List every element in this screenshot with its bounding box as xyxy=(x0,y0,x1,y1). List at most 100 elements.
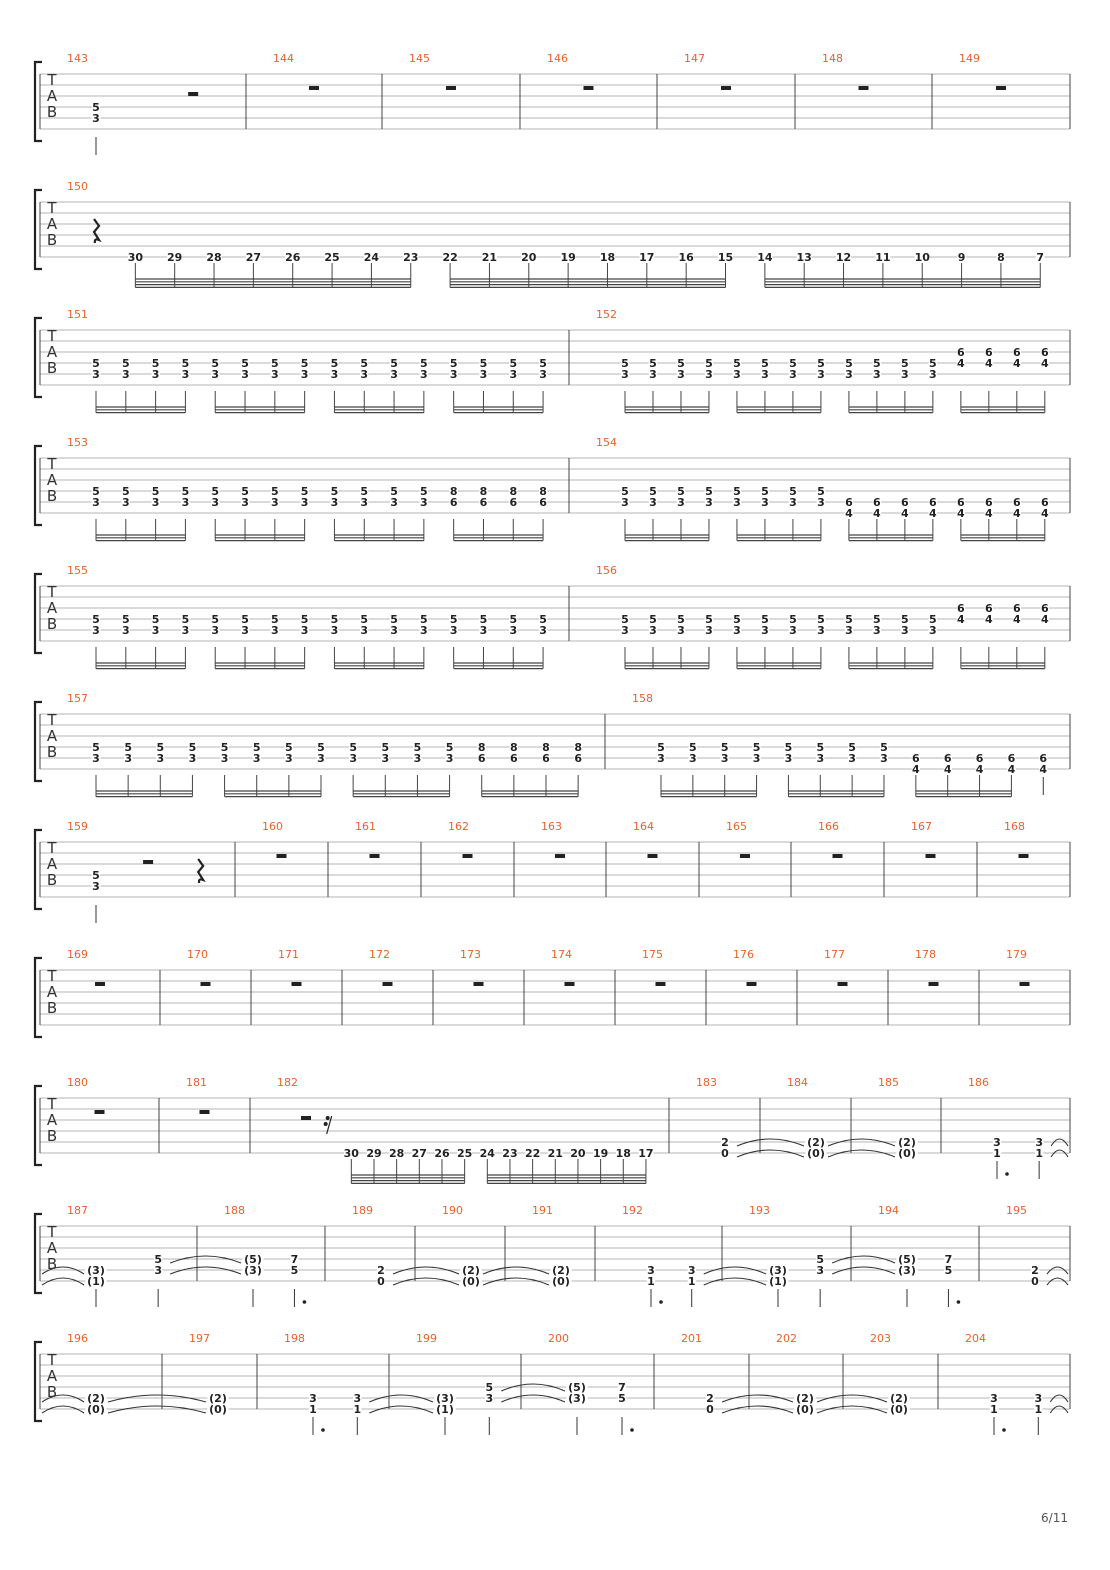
fret-number: (2) xyxy=(462,1264,480,1277)
fret-mask xyxy=(413,742,422,752)
fret-number: 3 xyxy=(156,752,164,765)
fret-mask xyxy=(343,1148,359,1158)
fret-mask xyxy=(1007,753,1016,763)
fret-number: 3 xyxy=(705,624,713,637)
fret-mask xyxy=(509,497,518,507)
measure-number: 189 xyxy=(352,1204,373,1217)
tie-arc xyxy=(482,1277,550,1286)
fret-mask xyxy=(521,252,537,262)
fret-number: 4 xyxy=(976,763,984,776)
tab-clef-letter: T xyxy=(46,71,57,89)
fret-mask xyxy=(704,497,714,507)
fret-mask xyxy=(211,614,220,624)
fret-number: 1 xyxy=(1034,1403,1042,1416)
fret-mask xyxy=(816,486,826,496)
tab-clef-letter: T xyxy=(46,839,57,857)
fret-number: 3 xyxy=(182,496,190,509)
fret-number: 3 xyxy=(420,368,428,381)
fret-mask xyxy=(816,625,826,635)
fret-mask xyxy=(1012,508,1022,518)
fret-mask xyxy=(676,369,686,379)
fret-number: 5 xyxy=(390,485,398,498)
fret-mask xyxy=(541,742,551,752)
fret-mask xyxy=(308,1393,318,1403)
fret-mask xyxy=(944,1254,953,1264)
measure: 174 xyxy=(551,948,575,986)
fret-mask xyxy=(482,252,497,262)
fret-mask xyxy=(875,252,891,262)
fret-mask xyxy=(85,1404,107,1414)
measure: 199(3)(1)53 xyxy=(369,1332,494,1435)
fret-number: 6 xyxy=(1013,602,1021,615)
measure-number: 180 xyxy=(67,1076,88,1089)
fret-mask xyxy=(757,252,773,262)
fret-mask xyxy=(1034,1393,1043,1403)
fret-number: 3 xyxy=(92,880,100,893)
fret-mask xyxy=(844,614,854,624)
fret-mask xyxy=(330,358,339,368)
fret-mask xyxy=(270,497,280,507)
fret-number: (3) xyxy=(436,1392,454,1405)
fret-number: (3) xyxy=(87,1264,105,1277)
dot xyxy=(1002,1428,1006,1432)
fret-number: 7 xyxy=(945,1253,953,1266)
fret-number: 0 xyxy=(1031,1275,1039,1288)
tie-arc xyxy=(1046,1266,1069,1275)
fret-number: 3 xyxy=(241,368,249,381)
fret-number: 3 xyxy=(485,1392,493,1405)
fret-number: 5 xyxy=(785,741,793,754)
fret-mask xyxy=(91,358,101,368)
measure-number: 170 xyxy=(187,948,208,961)
fret-mask xyxy=(381,753,390,763)
fret-mask xyxy=(560,252,576,262)
tie-arc xyxy=(736,1138,805,1147)
tab-clef-letter: B xyxy=(47,103,57,121)
fret-number: 3 xyxy=(761,368,769,381)
whole-rest xyxy=(721,86,731,90)
whole-rest xyxy=(555,854,565,858)
measure-number: 153 xyxy=(67,436,88,449)
fret-mask xyxy=(121,497,131,507)
whole-rest xyxy=(746,982,757,986)
fret-mask xyxy=(360,497,369,507)
fret-mask xyxy=(220,742,229,752)
fret-number: (0) xyxy=(552,1275,570,1288)
fret-number: 28 xyxy=(206,251,221,264)
fret-mask xyxy=(678,252,694,262)
measure-number: 194 xyxy=(878,1204,899,1217)
fret-number: 3 xyxy=(152,624,160,637)
fret-mask xyxy=(975,753,984,763)
fret-number: (5) xyxy=(898,1253,916,1266)
fret-mask xyxy=(928,497,938,507)
fret-mask xyxy=(888,1404,910,1414)
fret-mask xyxy=(872,508,882,518)
fret-mask xyxy=(688,742,698,752)
fret-mask xyxy=(720,1137,730,1147)
fret-number: 5 xyxy=(539,357,547,370)
fret-number: 4 xyxy=(1041,613,1049,626)
fret-mask xyxy=(847,742,857,752)
fret-number: 5 xyxy=(241,613,249,626)
fret-mask xyxy=(360,486,369,496)
fret-number: 3 xyxy=(390,368,398,381)
fret-number: 7 xyxy=(291,1253,299,1266)
fret-mask xyxy=(330,614,339,624)
measure-number: 186 xyxy=(968,1076,989,1089)
tab-clef-letter: T xyxy=(46,327,57,345)
fret-number: 3 xyxy=(816,1264,824,1277)
fret-mask xyxy=(956,347,966,357)
fret-mask xyxy=(815,1254,825,1264)
fret-mask xyxy=(705,1393,715,1403)
fret-mask xyxy=(615,1148,631,1158)
fret-mask xyxy=(240,625,250,635)
measure-number: 187 xyxy=(67,1204,88,1217)
fret-number: 5 xyxy=(761,613,769,626)
tie-arc xyxy=(107,1405,207,1414)
measure: 191(2)(0) xyxy=(482,1204,572,1288)
fret-number: 4 xyxy=(1041,507,1049,520)
fret-number: 3 xyxy=(122,368,130,381)
fret-number: 5 xyxy=(241,485,249,498)
